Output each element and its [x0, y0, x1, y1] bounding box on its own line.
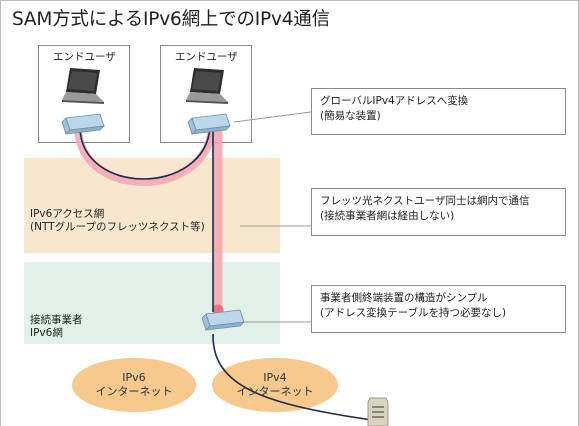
carrier-network-label: 接続事業者 IPv6網: [30, 314, 83, 340]
ipv6-internet-line2: インターネット: [95, 385, 173, 398]
carrier-network-label-line2: IPv6網: [30, 327, 63, 339]
note-3-line2: (アドレス変換テーブルを持つ必要なし): [320, 307, 507, 319]
access-network-label-line1: IPv6アクセス網: [30, 208, 105, 220]
connection-line-to-server: [212, 333, 373, 421]
server-icon: [367, 397, 389, 426]
pink-path-user-to-user: [74, 124, 216, 186]
end-user-label-left: エンドユーザ: [53, 51, 116, 63]
ipv6-internet-line1: IPv6: [122, 371, 146, 384]
note-simple-termination: 事業者側終端装置の構造がシンプル (アドレス変換テーブルを持つ必要なし): [311, 285, 566, 333]
adapter-device-icon: [201, 309, 246, 331]
note-2-line2: (接続事業者網は経由しない): [320, 210, 455, 222]
leader-line-note-1: [233, 111, 312, 123]
end-user-label-right: エンドユーザ: [175, 51, 238, 63]
adapter-device-icon: [61, 113, 106, 135]
carrier-ipv6-network-region: [24, 262, 280, 344]
connection-line-user-to-user: [79, 127, 211, 180]
ipv6-internet-cloud: IPv6 インターネット: [72, 358, 196, 412]
laptop-icon: [62, 68, 104, 104]
ipv4-internet-line1: IPv4: [263, 371, 287, 384]
adapter-device-icon: [187, 113, 232, 135]
access-network-label-line2: (NTTグループのフレッツネクスト等): [30, 221, 205, 233]
access-network-label: IPv6アクセス網 (NTTグループのフレッツネクスト等): [30, 208, 205, 234]
diagram-title: SAM方式によるIPv6網上でのIPv4通信: [12, 9, 330, 30]
note-1-line2: (簡易な装置): [320, 110, 381, 122]
note-1-line1: グローバルIPv4アドレスへ変換: [320, 95, 469, 107]
ipv6-access-network-region: [24, 158, 280, 253]
ipv4-internet-line2: インターネット: [236, 385, 314, 398]
laptop-icon: [186, 68, 228, 104]
note-2-line1: フレッツ光ネクストユーザ同士は網内で通信: [320, 195, 530, 207]
carrier-network-label-line1: 接続事業者: [30, 314, 83, 326]
note-intra-network-communication: フレッツ光ネクストユーザ同士は網内で通信 (接続事業者網は経由しない): [311, 188, 566, 236]
note-3-line1: 事業者側終端装置の構造がシンプル: [320, 292, 488, 304]
note-ipv4-conversion: グローバルIPv4アドレスへ変換 (簡易な装置): [311, 88, 566, 135]
ipv4-internet-cloud: IPv4 インターネット: [212, 358, 338, 412]
